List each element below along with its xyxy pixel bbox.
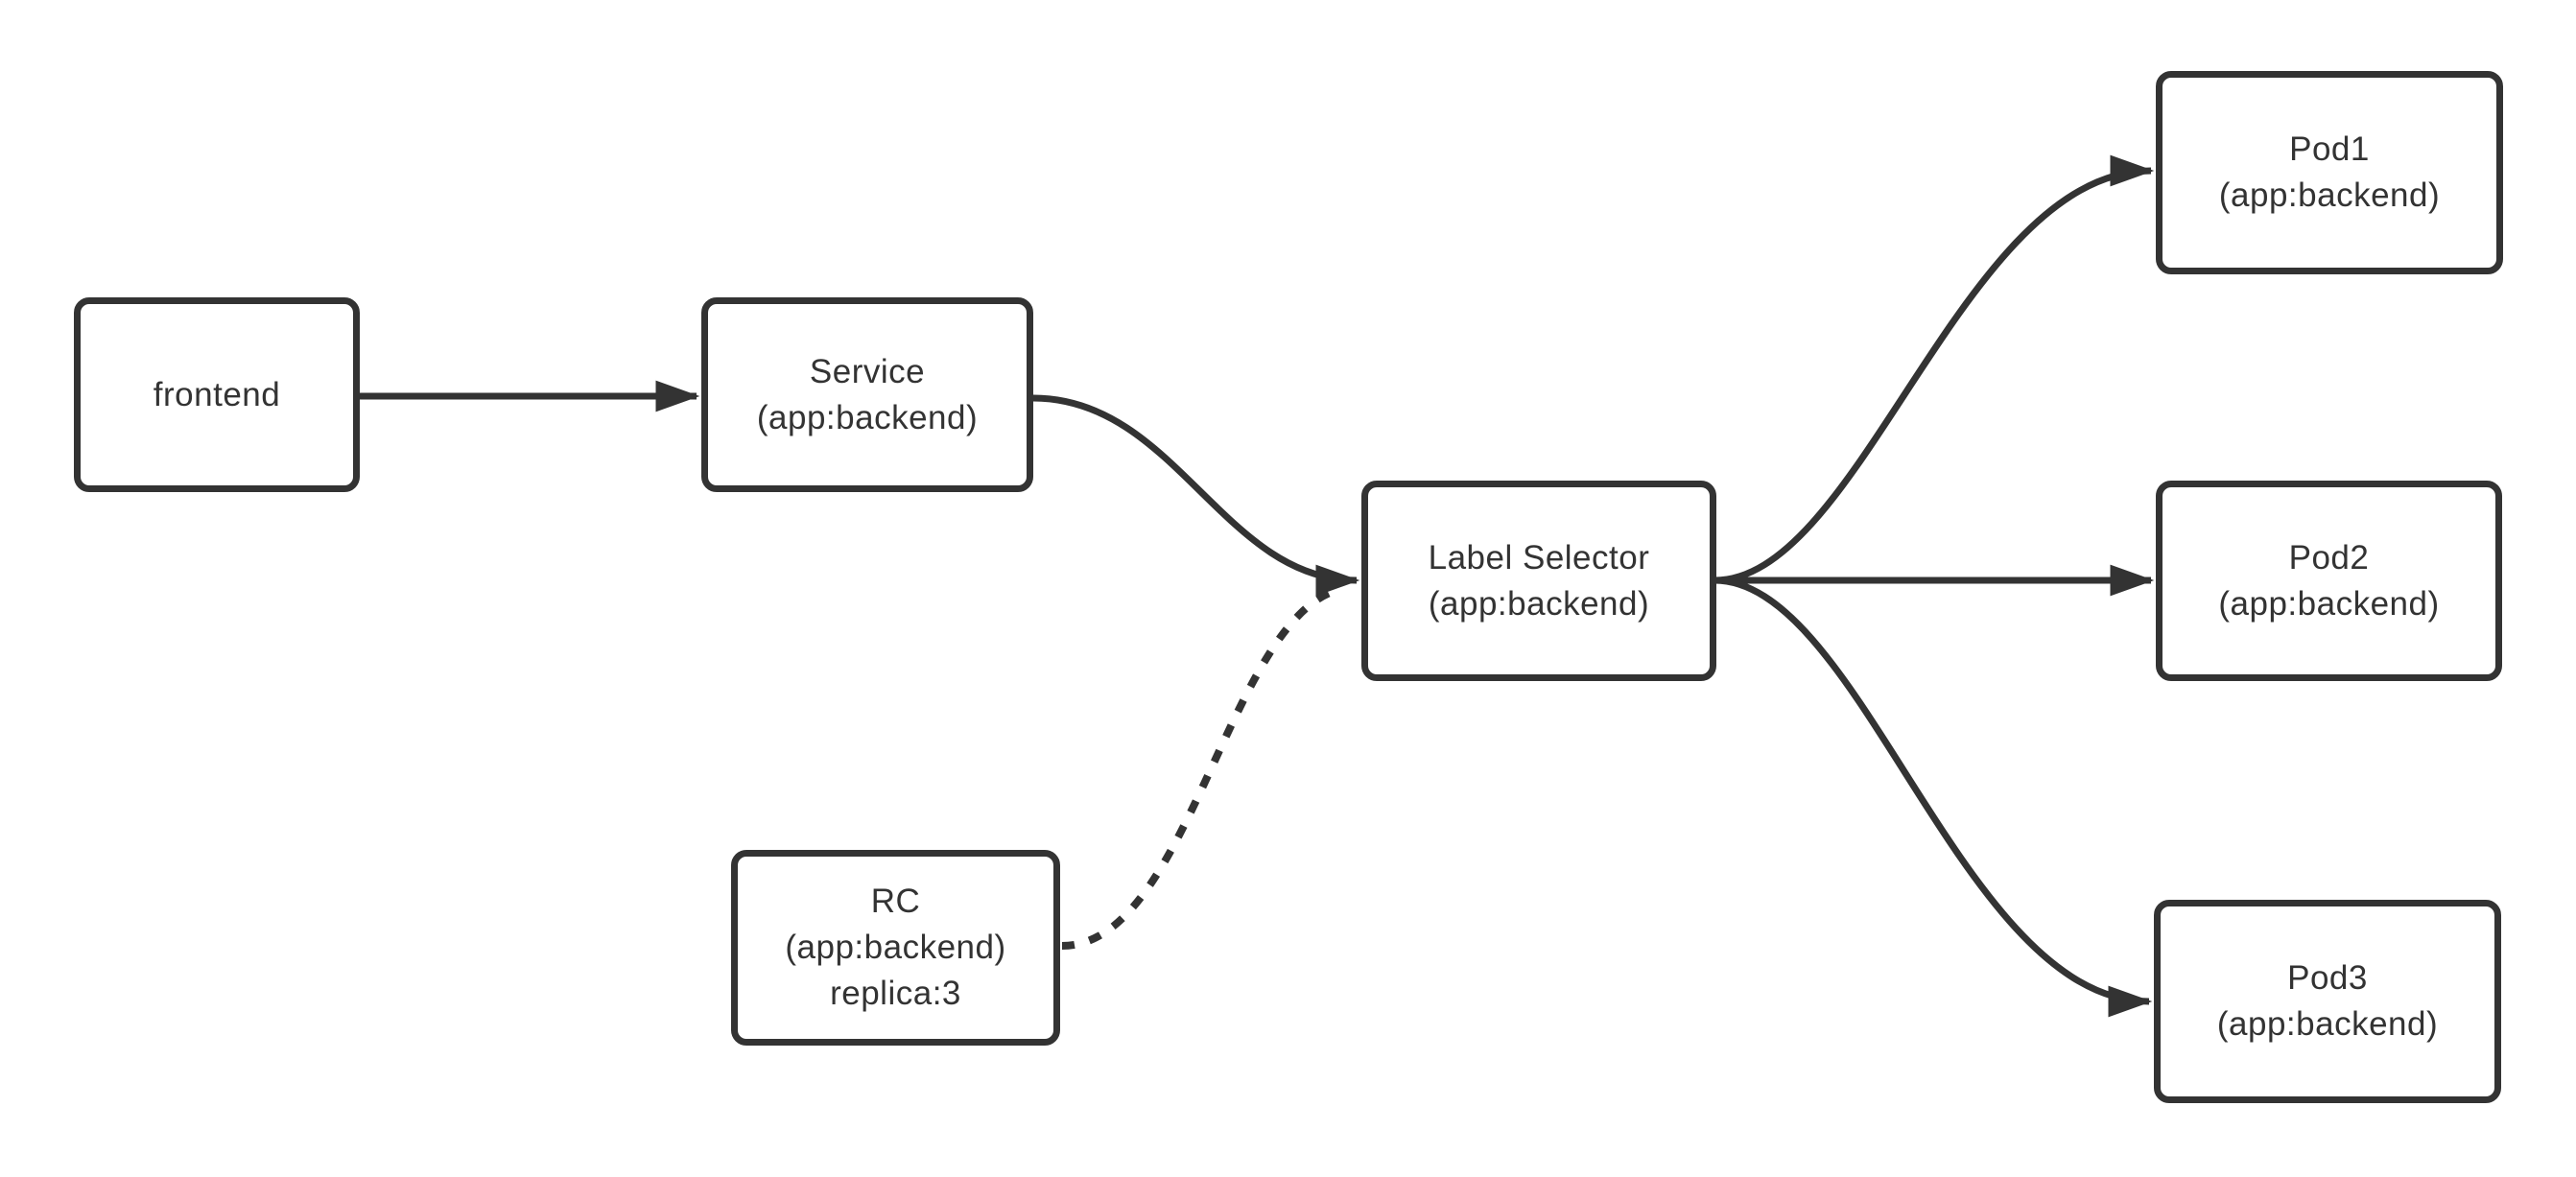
node-service: Service (app:backend) <box>701 297 1033 492</box>
node-pod2: Pod2 (app:backend) <box>2156 481 2502 681</box>
node-service-subtitle: (app:backend) <box>756 398 979 436</box>
edge-label-selector-to-pod1 <box>1713 154 2155 584</box>
node-pod3: Pod3 (app:backend) <box>2154 900 2501 1103</box>
edge-service-to-label-selector <box>1032 394 1360 597</box>
node-pod3-title: Pod3 <box>2287 959 2368 997</box>
node-rc-replica: replica:3 <box>830 975 961 1012</box>
node-frontend-label: frontend <box>153 375 281 413</box>
node-pod3-subtitle: (app:backend) <box>2216 1005 2439 1043</box>
edge-label-selector-to-pod3 <box>1713 577 2153 1018</box>
node-rc: RC (app:backend) replica:3 <box>731 850 1060 1046</box>
node-pod2-title: Pod2 <box>2288 538 2370 577</box>
node-pod1-subtitle: (app:backend) <box>2218 177 2441 214</box>
node-service-title: Service <box>809 352 926 390</box>
node-label-selector-title: Label Selector <box>1428 538 1650 577</box>
node-pod1: Pod1 (app:backend) <box>2156 71 2503 274</box>
node-label-selector-subtitle: (app:backend) <box>1428 584 1650 623</box>
node-label-selector: Label Selector (app:backend) <box>1361 481 1716 681</box>
node-rc-title: RC <box>870 883 921 920</box>
node-frontend: frontend <box>74 297 360 492</box>
node-pod1-title: Pod1 <box>2289 130 2370 168</box>
edge-rc-to-label-selector <box>1061 585 1342 950</box>
node-pod2-subtitle: (app:backend) <box>2218 584 2440 623</box>
node-rc-subtitle: (app:backend) <box>785 929 1006 966</box>
